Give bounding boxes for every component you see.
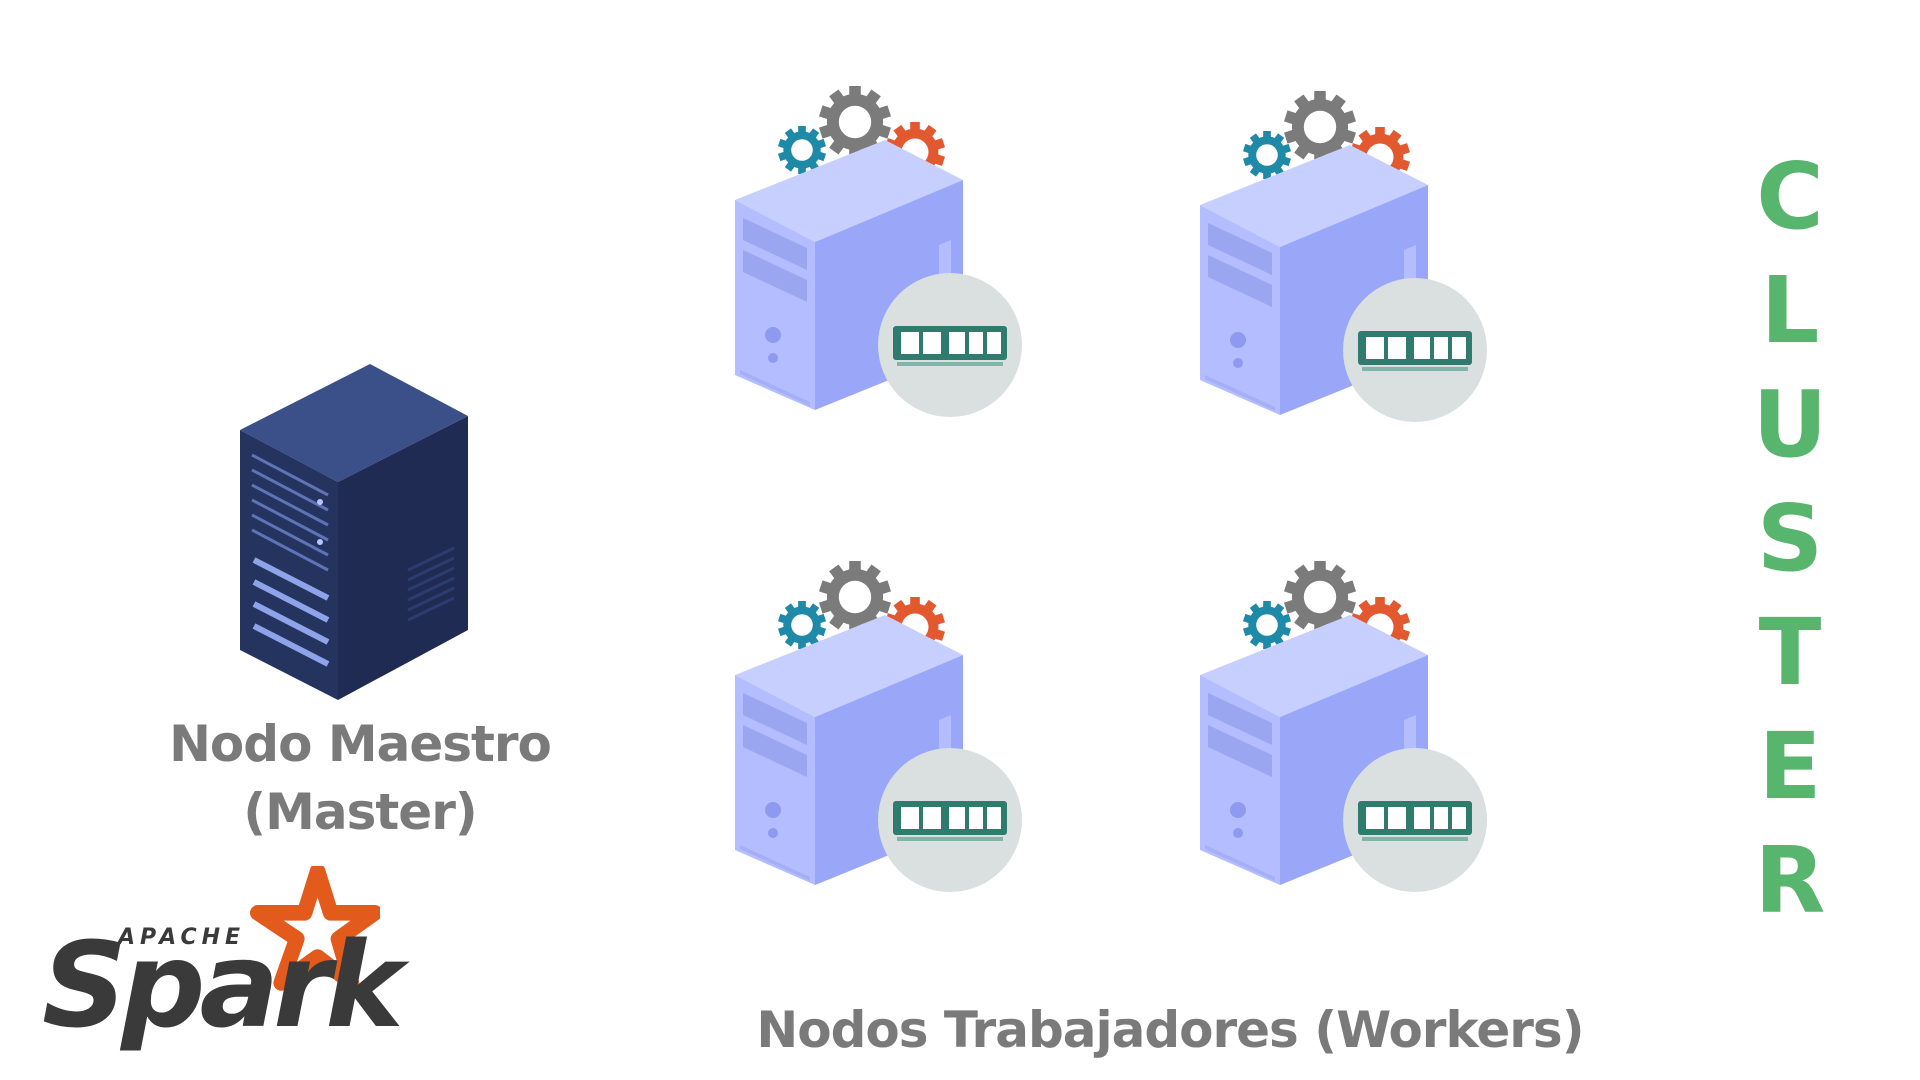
cluster-letter: C: [1756, 143, 1824, 250]
apache-wordmark: APACHE: [118, 925, 246, 950]
worker-node-2: [1200, 65, 1500, 485]
worker-node-1: [735, 60, 1035, 480]
cluster-letter: U: [1752, 371, 1828, 478]
master-server-icon: [240, 364, 468, 700]
spark-star-icon: [250, 866, 380, 991]
worker-node-4: [1200, 535, 1500, 955]
master-node-subtitle: (Master): [243, 783, 477, 841]
cluster-letter: E: [1758, 713, 1822, 820]
cluster-letter: S: [1756, 485, 1824, 592]
worker-node-3: [735, 535, 1035, 955]
cluster-letter: T: [1758, 599, 1822, 706]
master-node-label: Nodo Maestro (Master): [120, 710, 600, 846]
trademark-symbol: ™: [338, 1008, 350, 1022]
master-node-title: Nodo Maestro: [169, 715, 552, 773]
cluster-letter: L: [1760, 257, 1820, 364]
spark-wordmark: Spark: [42, 916, 404, 1054]
workers-label: Nodos Trabajadores (Workers): [756, 1001, 1584, 1059]
cluster-vertical-label: C L U S T E R: [1735, 140, 1845, 938]
cluster-letter: R: [1754, 827, 1826, 934]
